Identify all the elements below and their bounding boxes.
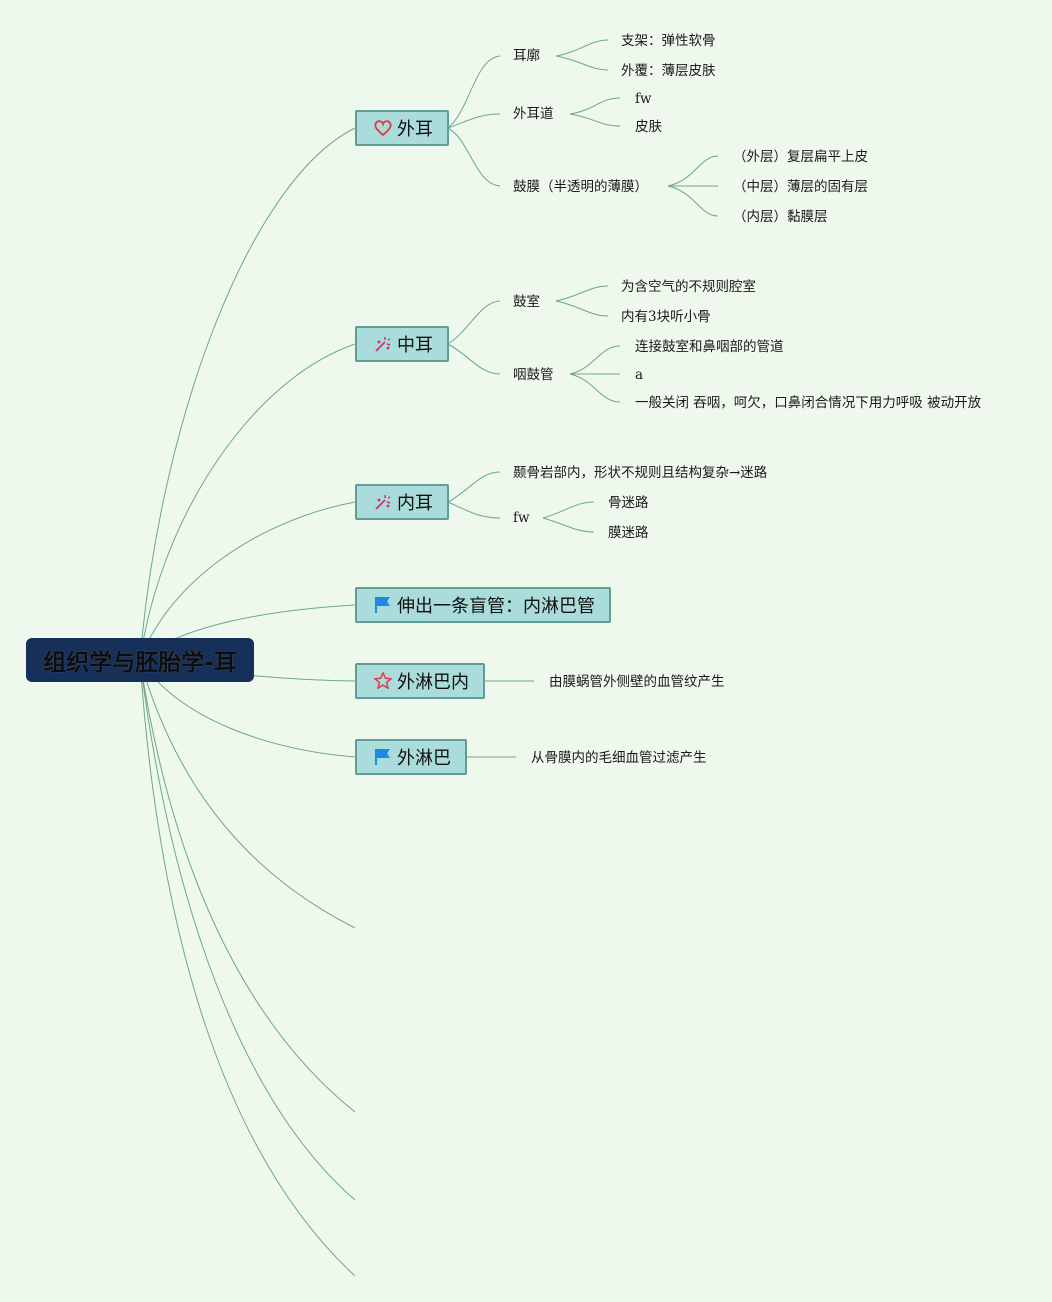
link-auricle-1 [555,39,609,57]
flag-icon [373,747,393,767]
link-root-outer-ear [139,127,356,661]
link-outer-ear-auricle [447,55,501,129]
subtopic-petrous-labyrinth[interactable]: 颞骨岩部内，形状不规则且结构复杂→迷路 [513,465,768,481]
flag-icon [373,595,393,615]
leaf-tympanic-outer[interactable]: （外层）复层扁平上皮 [733,149,868,165]
link-tympanum-2 [555,300,609,317]
leaf-tympanic-middle[interactable]: （中层）薄层的固有层 [733,179,868,195]
subtopic-tympanic-membrane[interactable]: 鼓膜（半透明的薄膜） [513,179,648,195]
leaf-cavity-ossicles[interactable]: 内有3块听小骨 [621,309,711,325]
leaf-canal-fw[interactable]: fw [635,91,652,107]
leaf-bony-labyrinth[interactable]: 骨迷路 [608,495,649,511]
leaf-stria-vascularis[interactable]: 由膜蜗管外侧壁的血管纹产生 [549,674,725,690]
link-outer-ear-canal [447,113,501,129]
topic-endolymphatic-duct[interactable]: 伸出一条盲管：内淋巴管 [355,587,611,623]
topic-inner-ear[interactable]: 内耳 [355,484,449,520]
subtopic-ear-canal[interactable]: 外耳道 [513,106,554,122]
subtopic-auricle[interactable]: 耳廓 [513,48,540,64]
link-root-empty-1 [139,659,356,929]
subtopic-tympanic-cavity[interactable]: 鼓室 [513,294,540,310]
link-canal-2 [569,113,621,127]
leaf-auricle-frame[interactable]: 支架：弹性软骨 [621,33,716,49]
leaf-tube-a[interactable]: a [635,367,644,383]
topic-label: 伸出一条盲管：内淋巴管 [397,596,595,617]
link-inner-ear-petrous [447,471,501,503]
subtopic-eustachian-tube[interactable]: 咽鼓管 [513,367,554,383]
link-outer-ear-tympanic [447,127,501,187]
leaf-membranous-labyrinth[interactable]: 膜迷路 [608,525,649,541]
root-topic[interactable]: 组织学与胚胎学-耳 [26,638,254,682]
topic-middle-ear[interactable]: 中耳 [355,326,449,362]
star-icon [373,671,393,691]
subtopic-inner-fw[interactable]: fw [513,510,530,526]
link-canal-1 [569,97,621,115]
link-middle-ear-tube [447,343,501,375]
leaf-auricle-cover[interactable]: 外覆：薄层皮肤 [621,63,716,79]
link-tympanic-1 [667,155,719,187]
leaf-tube-connect[interactable]: 连接鼓室和鼻咽部的管道 [635,339,784,355]
leaf-tube-open[interactable]: 一般关闭 吞咽，呵欠，口鼻闭合情况下用力呼吸 被动开放 [635,395,982,411]
topic-outer-ear[interactable]: 外耳 [355,110,449,146]
topic-label: 外淋巴内 [397,672,469,693]
link-auricle-2 [555,55,609,71]
topic-label: 中耳 [397,335,433,356]
leaf-canal-skin[interactable]: 皮肤 [635,119,662,135]
heart-icon [373,118,393,138]
link-root-empty-2 [139,659,356,1113]
link-root-middle-ear [139,343,356,661]
link-tube-1 [569,345,621,375]
leaf-cavity-air[interactable]: 为含空气的不规则腔室 [621,279,756,295]
sparkle-icon [373,334,393,354]
sparkle-icon [373,492,393,512]
topic-label: 外淋巴 [397,748,451,769]
link-middle-ear-tympanum [447,300,501,345]
topic-perilymph[interactable]: 外淋巴 [355,739,467,775]
link-root-empty-4 [139,659,356,1277]
topic-perilymph-inner[interactable]: 外淋巴内 [355,663,485,699]
link-tympanum-1 [555,285,609,302]
link-tube-3 [569,373,621,403]
link-tympanic-3 [667,185,719,217]
leaf-tympanic-inner[interactable]: （内层）黏膜层 [733,209,828,225]
link-root-inner-ear [139,501,356,661]
link-inner-ear-fw [447,501,501,519]
topic-label: 外耳 [397,119,433,140]
link-root-empty-3 [139,659,356,1201]
leaf-capillary-filter[interactable]: 从骨膜内的毛细血管过滤产生 [531,750,707,766]
topic-label: 内耳 [397,493,433,514]
link-fw-2 [542,517,595,533]
link-fw-1 [542,501,595,519]
